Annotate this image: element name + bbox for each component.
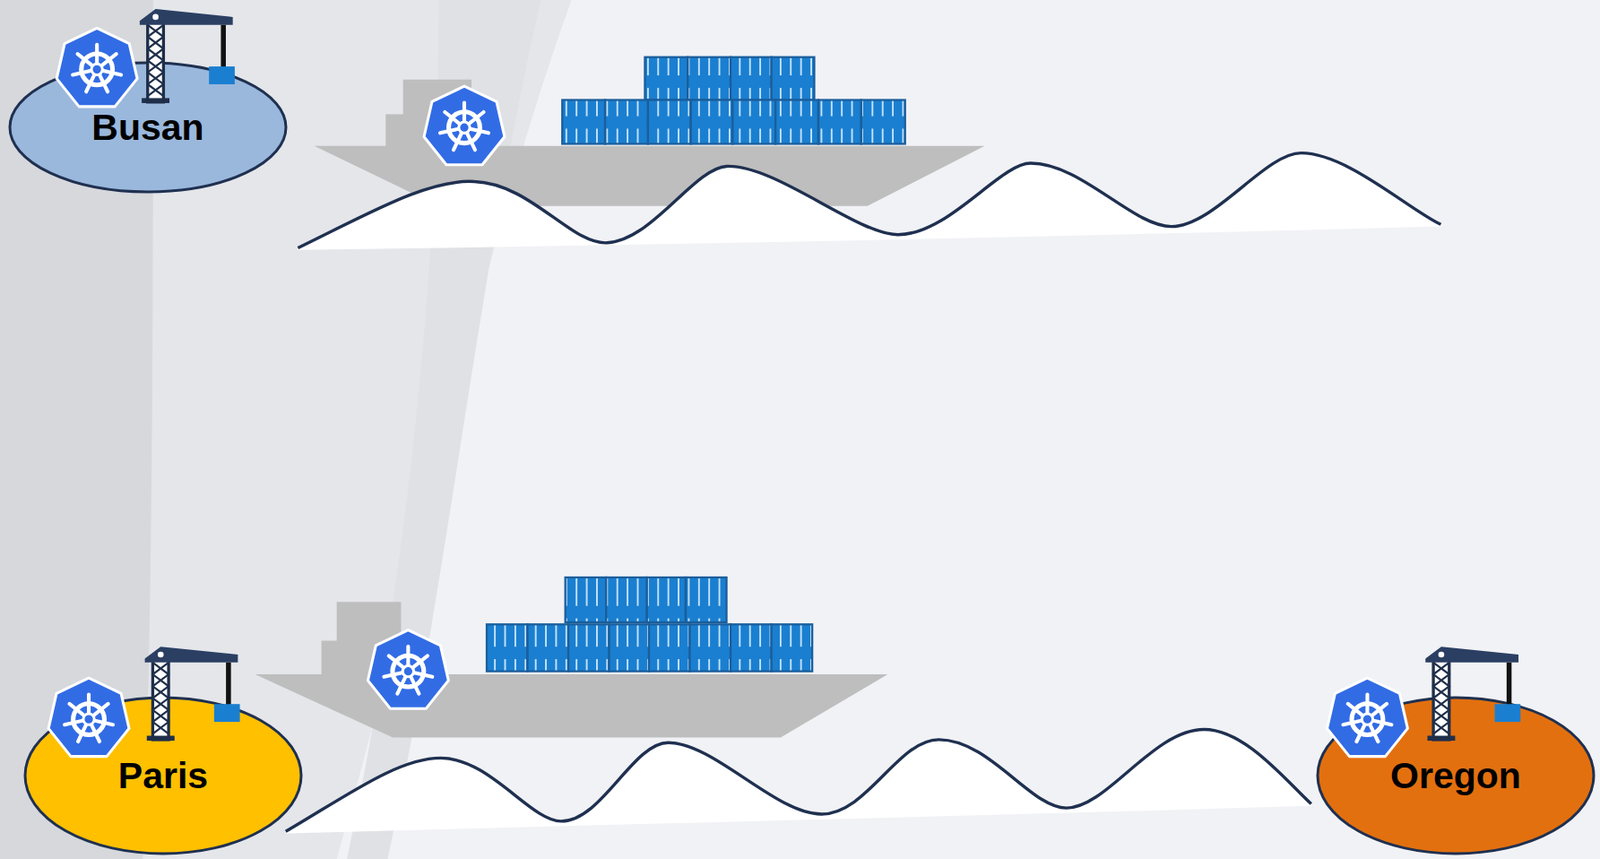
port-ellipse: Busan	[8, 60, 288, 194]
port-ellipse: Oregon	[1315, 695, 1596, 856]
port-name: Oregon	[1390, 754, 1522, 797]
cargo-ship	[255, 577, 889, 738]
port-ellipse: Paris	[23, 695, 303, 856]
cargo-ship	[314, 57, 986, 207]
port-name: Busan	[91, 106, 204, 149]
port-name: Paris	[118, 754, 208, 797]
